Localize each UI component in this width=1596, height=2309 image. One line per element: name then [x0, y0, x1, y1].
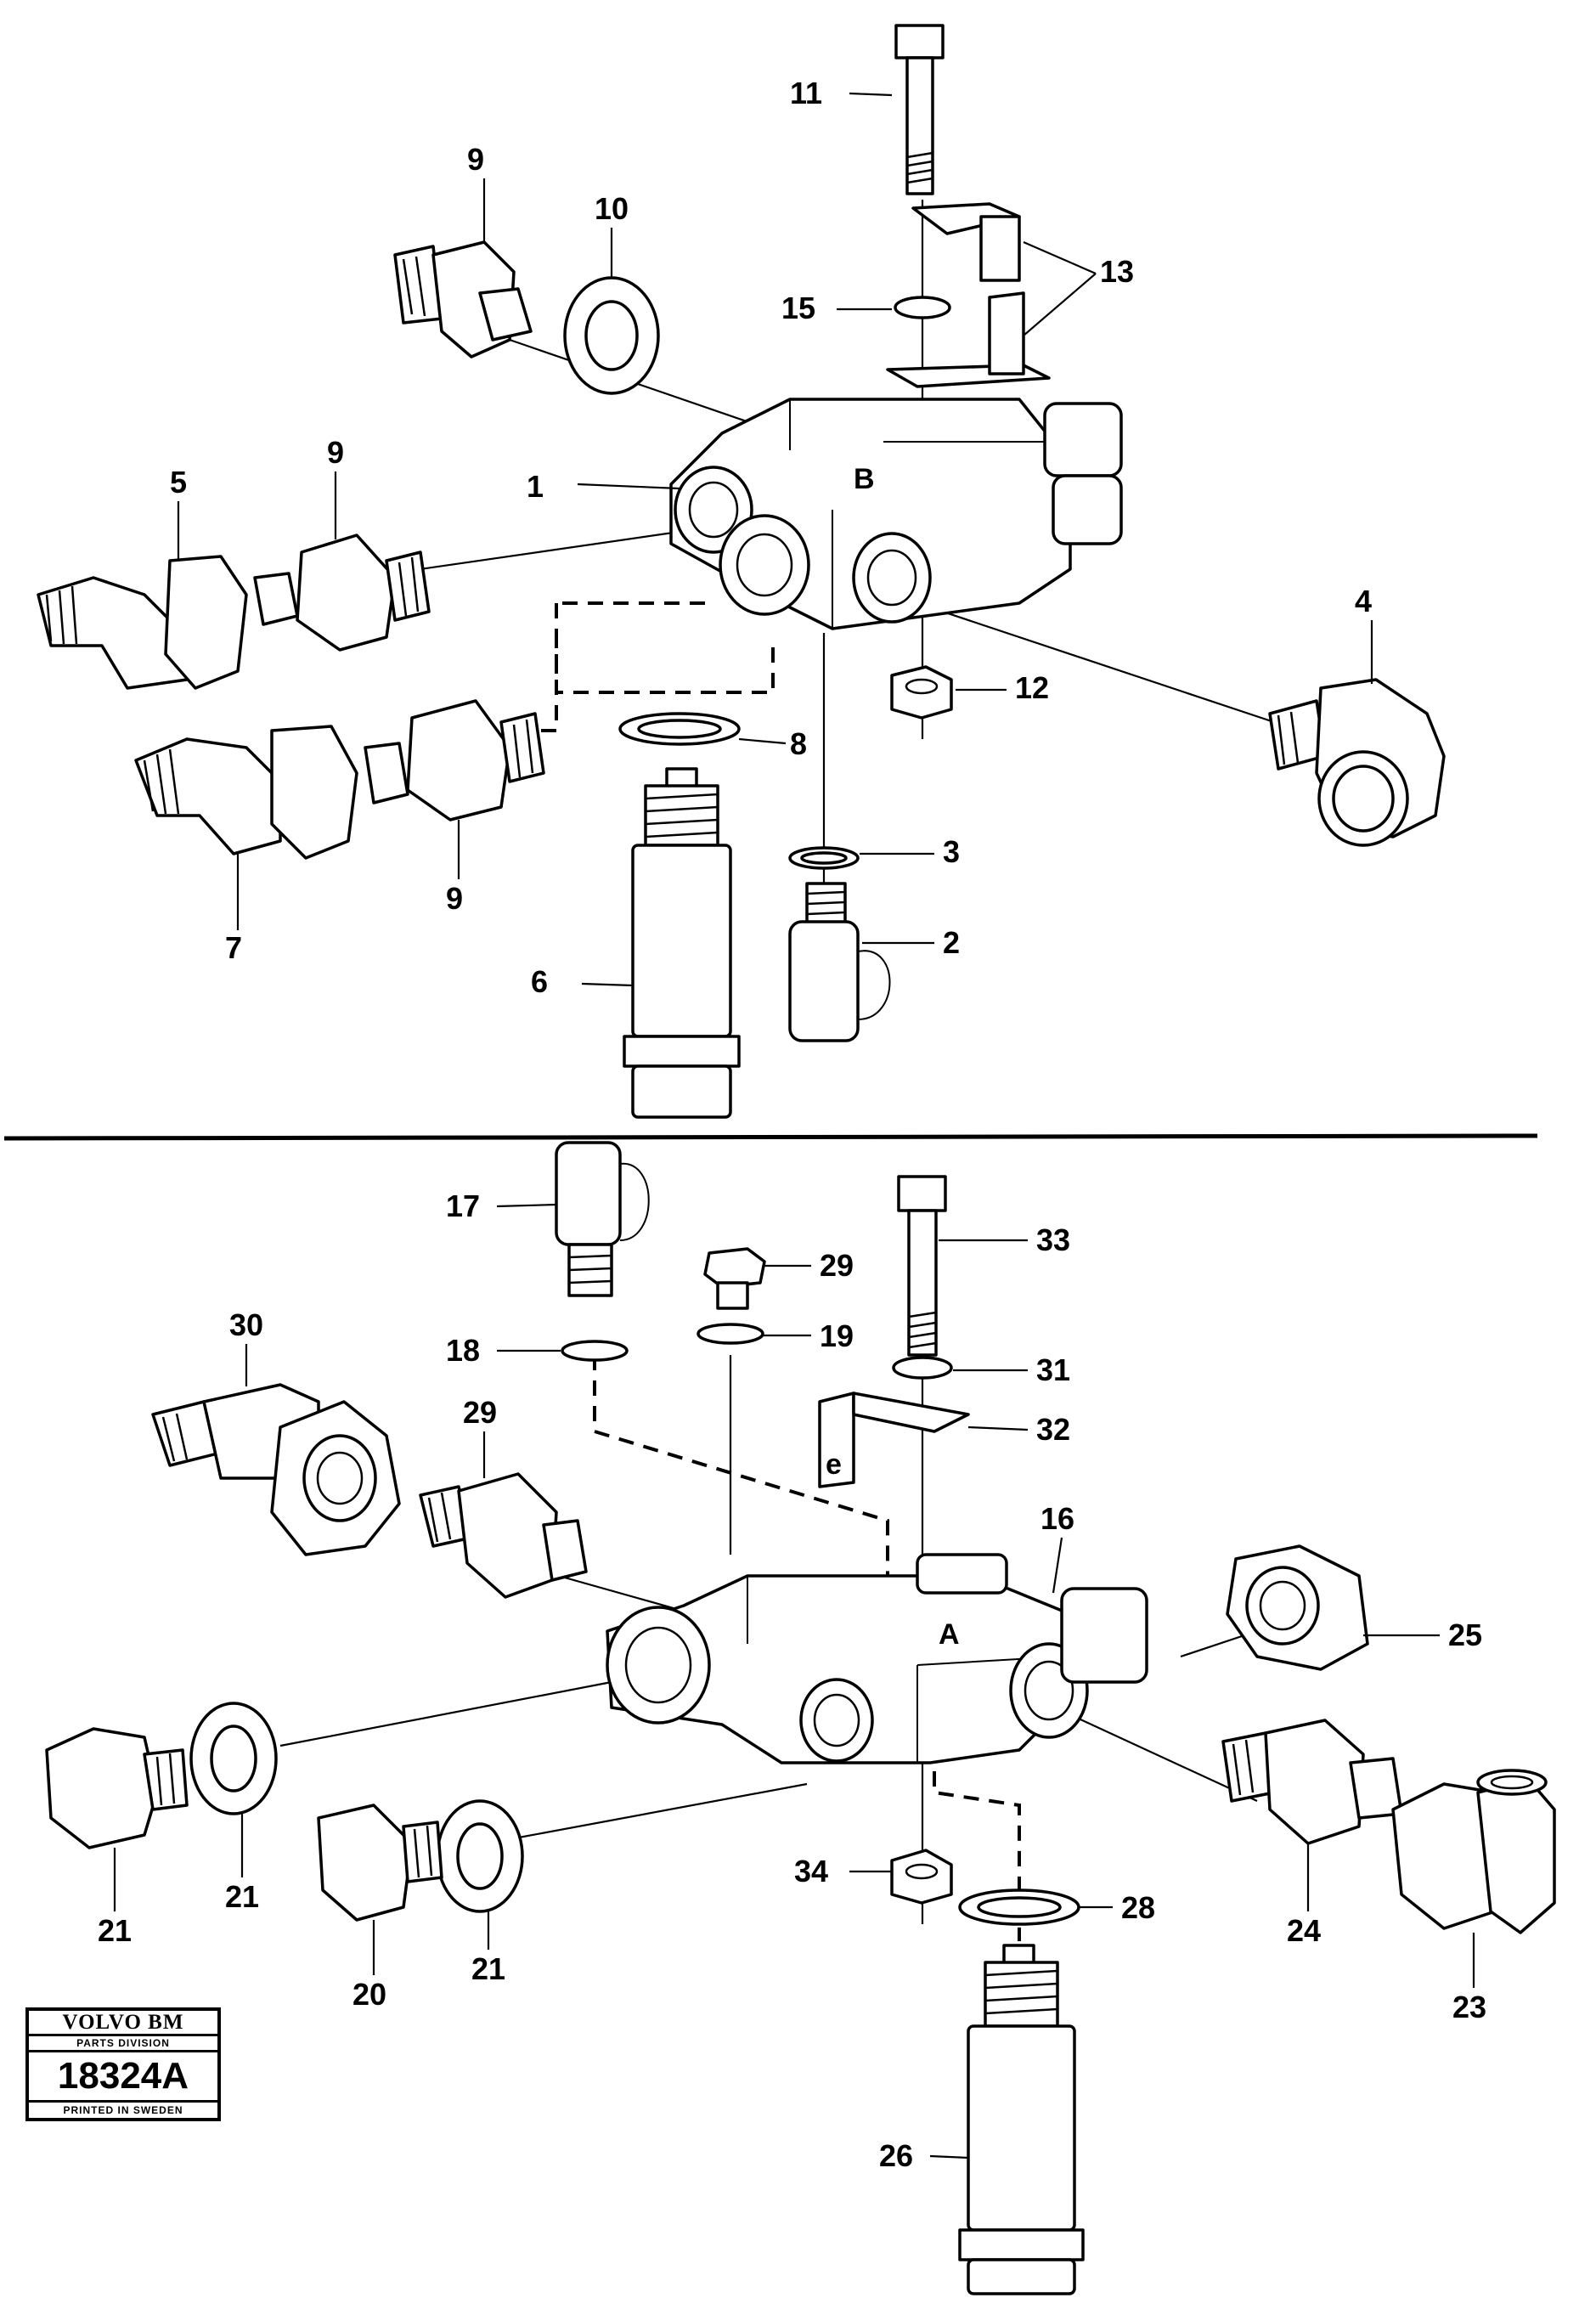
elbow-5 [37, 555, 248, 690]
badge-brand: VOLVO BM [29, 2011, 217, 2036]
elbow-4 [1268, 678, 1446, 847]
bracket-14 [886, 202, 1051, 388]
callout-25: 25 [1448, 1617, 1482, 1652]
badge-number: 18324A [29, 2052, 217, 2103]
seal-30 [958, 1888, 1080, 1926]
callout-11: 10 [595, 191, 629, 226]
callout-14: 13 [1100, 254, 1134, 289]
callout-15: 15 [781, 291, 815, 325]
valve-block-16: A [606, 1553, 1148, 1764]
elbow-23 [1391, 1769, 1556, 1934]
callout-3: 3 [943, 834, 960, 869]
elbow-29 [151, 1383, 401, 1556]
callout-9-lower: 9 [446, 881, 463, 916]
nut-34 [890, 1849, 953, 1905]
callout-22: 21 [98, 1913, 132, 1948]
washer-15 [894, 296, 951, 319]
callout-1: 1 [527, 469, 544, 504]
test-coupling-17 [555, 1141, 650, 1297]
washer-11 [563, 276, 660, 395]
fitting-28 [419, 1472, 588, 1599]
plug-27 [703, 1247, 766, 1310]
callout-7: 7 [225, 930, 242, 965]
callout-21-left: 21 [225, 1879, 259, 1914]
callout-2: 2 [943, 925, 960, 960]
port-label-b: B [854, 463, 875, 495]
plug-22 [45, 1727, 189, 1849]
callout-8: 8 [790, 726, 807, 761]
callout-13: 12 [1015, 670, 1049, 705]
bracket-32: e [818, 1392, 970, 1488]
port-label-a: A [939, 1618, 960, 1651]
callout-23: 23 [1452, 1990, 1486, 2024]
volvo-bm-badge: VOLVO BM PARTS DIVISION 18324A PRINTED I… [25, 2007, 221, 2121]
fitting-24 [1221, 1719, 1403, 1845]
nut-25 [1226, 1544, 1369, 1671]
callout-30: 28 [1121, 1890, 1155, 1925]
callout-32: 32 [1036, 1412, 1070, 1447]
callout-12: 11 [790, 76, 822, 110]
callout-4: 4 [1355, 584, 1372, 618]
callout-5: 5 [170, 465, 187, 500]
o-ring-3 [788, 846, 860, 870]
callout-10: 9 [467, 142, 484, 177]
badge-division: PARTS DIVISION [29, 2036, 217, 2052]
fitting-10 [393, 240, 533, 358]
bolt-12 [894, 24, 945, 195]
callout-16: 16 [1041, 1501, 1074, 1536]
cartridge-6 [623, 767, 741, 1119]
bottom-callouts: 17 29 33 30 18 19 31 29 32 16 25 34 28 [98, 1188, 1486, 2173]
top-assembly: B [37, 24, 1446, 1119]
svg-text:e: e [826, 1448, 842, 1481]
callout-34: 34 [794, 1854, 828, 1888]
callout-29: 30 [229, 1307, 263, 1342]
bolt-33 [897, 1175, 947, 1357]
washer-21-right [436, 1799, 524, 1913]
callout-17: 17 [446, 1188, 480, 1223]
callout-21-right: 21 [471, 1951, 505, 1986]
callout-33: 33 [1036, 1222, 1070, 1257]
nut-13 [890, 665, 953, 720]
callout-19: 19 [820, 1318, 854, 1353]
washer-18 [561, 1340, 629, 1362]
cartridge-26 [958, 1944, 1085, 2295]
bottom-assembly: A e [45, 1141, 1556, 2295]
elbow-7 [134, 725, 358, 860]
test-coupling-2 [788, 882, 891, 1042]
fitting-9-upper [253, 533, 431, 652]
callout-26: 26 [879, 2138, 913, 2173]
callout-31: 31 [1036, 1352, 1070, 1387]
washer-19 [696, 1323, 764, 1345]
top-callouts: 11 9 10 13 15 5 9 1 4 12 8 3 2 [170, 76, 1373, 999]
seal-8 [618, 712, 741, 746]
fitting-9-lower [364, 699, 545, 821]
washer-21-left [189, 1702, 278, 1815]
section-divider [3, 1133, 1538, 1141]
badge-printed: PRINTED IN SWEDEN [63, 2104, 183, 2116]
callout-20: 20 [352, 1977, 386, 2012]
callout-18: 18 [446, 1333, 480, 1368]
callout-27: 29 [820, 1248, 854, 1283]
callout-9-upper: 9 [327, 435, 344, 470]
callout-28: 29 [463, 1395, 497, 1430]
callout-6: 6 [531, 964, 548, 999]
valve-block-1: B [669, 398, 1123, 630]
washer-31 [892, 1356, 953, 1380]
callout-24: 24 [1287, 1913, 1321, 1948]
plug-20 [317, 1804, 443, 1922]
